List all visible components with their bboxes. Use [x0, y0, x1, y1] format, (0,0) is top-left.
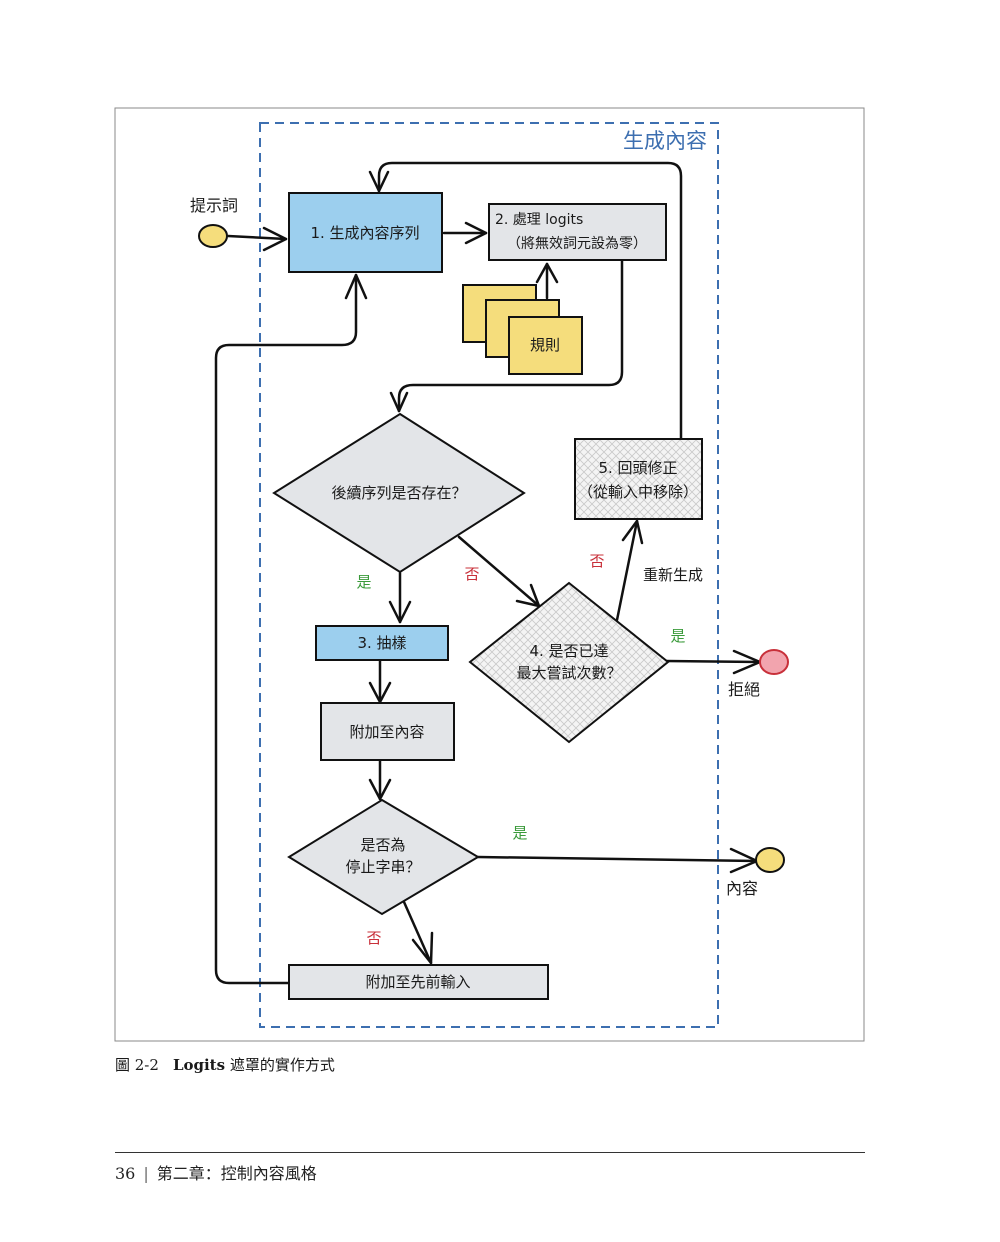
append-content-box — [320, 702, 455, 761]
footer-separator: | — [143, 1164, 149, 1183]
edge-start-generate — [226, 234, 288, 241]
caption-title-bold: Logits — [172, 1056, 226, 1074]
start-label: 提示詞 — [190, 196, 238, 215]
subsequence-label: 後續序列是否存在？ — [331, 484, 466, 502]
figure-caption: 圖 2-2 Logits 遮罩的實作方式 — [115, 1054, 335, 1075]
generation-region — [259, 122, 719, 1028]
backtrack-label-line2: （從輸入中移除） — [578, 483, 698, 501]
flowchart-figure: 生成內容 — [114, 107, 865, 1042]
stop-string-decision — [287, 798, 480, 916]
caption-number: 圖 2-2 — [115, 1056, 159, 1074]
content-node — [755, 847, 785, 873]
edge-logits-subsequence — [397, 259, 624, 413]
edge-label-no-append: 否 — [366, 929, 381, 947]
subsequence-decision — [272, 412, 526, 574]
start-node — [198, 224, 228, 248]
page-footer: 36 | 第二章：控制內容風格 — [115, 1160, 317, 1184]
append-input-box — [288, 964, 549, 1000]
rules-card-front — [508, 316, 583, 375]
backtrack-label-line1: 5. 回頭修正 — [598, 459, 677, 477]
max-label-line1: 4. 是否已達 — [529, 642, 608, 660]
edge-label-no-max: 否 — [464, 565, 479, 583]
content-label: 內容 — [726, 879, 758, 898]
edge-stop-appendinput — [402, 900, 433, 965]
append-content-label: 附加至內容 — [349, 723, 424, 741]
edge-backtrack-generate — [377, 161, 683, 440]
chapter-title: 第二章：控制內容風格 — [156, 1164, 317, 1183]
caption-title-rest: 遮罩的實作方式 — [225, 1056, 335, 1074]
max-attempts-decision — [468, 581, 670, 744]
edge-appendinput-generate — [214, 273, 358, 985]
edge-label-yes-content: 是 — [512, 824, 527, 842]
edge-max-backtrack — [615, 519, 639, 622]
edge-label-no-backtrack: 否 — [589, 552, 604, 570]
edge-stop-content — [476, 855, 759, 863]
edge-label-regenerate: 重新生成 — [643, 566, 703, 584]
stop-label-line2: 停止字串？ — [345, 858, 420, 876]
max-label-line2: 最大嘗試次數？ — [516, 664, 621, 682]
edge-label-yes-reject: 是 — [670, 627, 685, 645]
sample-box — [315, 625, 449, 661]
stop-label-line1: 是否為 — [360, 836, 405, 854]
edge-max-reject — [664, 659, 762, 664]
region-label: 生成內容 — [623, 129, 707, 153]
append-input-label: 附加至先前輸入 — [365, 973, 470, 991]
rules-label: 規則 — [530, 336, 560, 354]
sample-label: 3. 抽樣 — [357, 634, 406, 652]
edge-subsequence-max — [457, 535, 541, 608]
logits-label-line2: （將無效詞元設為零） — [507, 236, 647, 252]
figure-frame — [114, 107, 865, 1042]
backtrack-box — [574, 438, 703, 520]
reject-node — [759, 649, 789, 675]
generate-box — [288, 192, 443, 273]
footer-rule — [115, 1152, 865, 1153]
reject-label: 拒絕 — [728, 680, 760, 699]
logits-label-line1: 2. 處理 logits — [495, 212, 583, 228]
page-number: 36 — [115, 1164, 136, 1183]
generate-label: 1. 生成內容序列 — [310, 224, 419, 242]
logits-box — [488, 203, 667, 261]
edge-label-yes-sample: 是 — [356, 573, 371, 591]
